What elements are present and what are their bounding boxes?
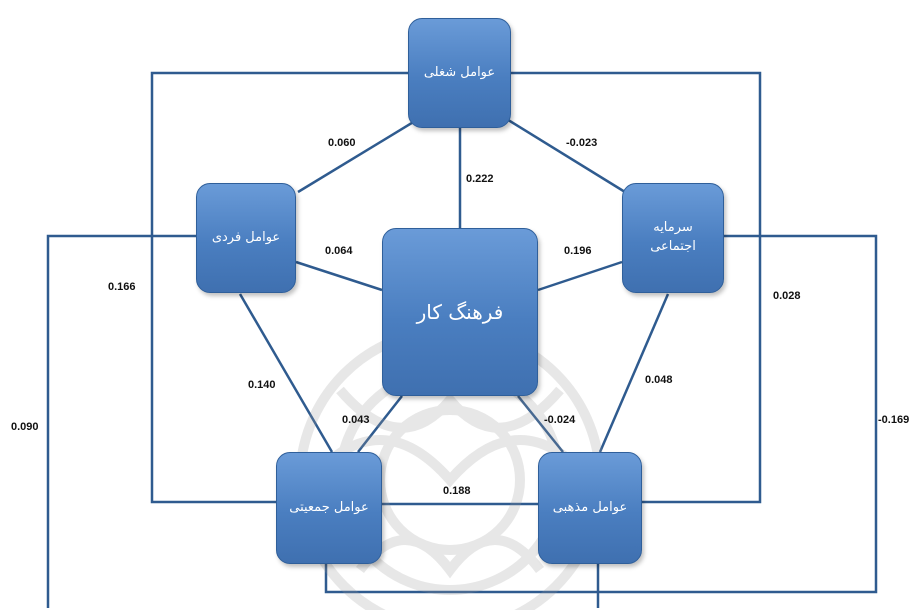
- node-collective-factors-label: عوامل جمعیتی: [289, 499, 369, 515]
- edge-label-job-social: -0.023: [566, 137, 598, 149]
- edge-label-individual-central: 0.064: [325, 245, 353, 257]
- node-collective-factors: عوامل جمعیتی: [276, 452, 382, 564]
- edge-label-central-religious: -0.024: [544, 414, 576, 426]
- node-job-factors-label: عوامل شغلی: [423, 64, 496, 80]
- edge-label-job-individual: 0.060: [328, 137, 356, 149]
- node-individual-factors-label: عوامل فردی: [211, 229, 281, 245]
- node-work-culture: فرهنگ کار: [382, 228, 538, 396]
- edge-label-social-outer: -0.169: [878, 414, 910, 426]
- edge-label-collective-religious: 0.188: [443, 485, 471, 497]
- node-religious-factors: عوامل مذهبی: [538, 452, 642, 564]
- node-social-capital-line1: سرمایه: [653, 220, 693, 236]
- edge-label-central-collective: 0.043: [342, 414, 370, 426]
- edge-label-job-central: 0.222: [466, 173, 494, 185]
- edge-label-social-religious: 0.048: [645, 374, 673, 386]
- edge-label-individual-outer: 0.090: [11, 421, 39, 433]
- node-religious-factors-label: عوامل مذهبی: [552, 499, 628, 515]
- node-work-culture-label: فرهنگ کار: [416, 299, 504, 324]
- node-individual-factors: عوامل فردی: [196, 183, 296, 293]
- edge-label-social-religious-outer: 0.028: [773, 290, 801, 302]
- edge-label-social-central: 0.196: [564, 245, 592, 257]
- node-job-factors: عوامل شغلی: [408, 18, 511, 128]
- node-social-capital: سرمایه اجتماعی: [622, 183, 724, 293]
- edge-label-job-collective: 0.166: [108, 281, 136, 293]
- edge-label-individual-collective: 0.140: [248, 379, 276, 391]
- node-social-capital-line2: اجتماعی: [650, 239, 696, 254]
